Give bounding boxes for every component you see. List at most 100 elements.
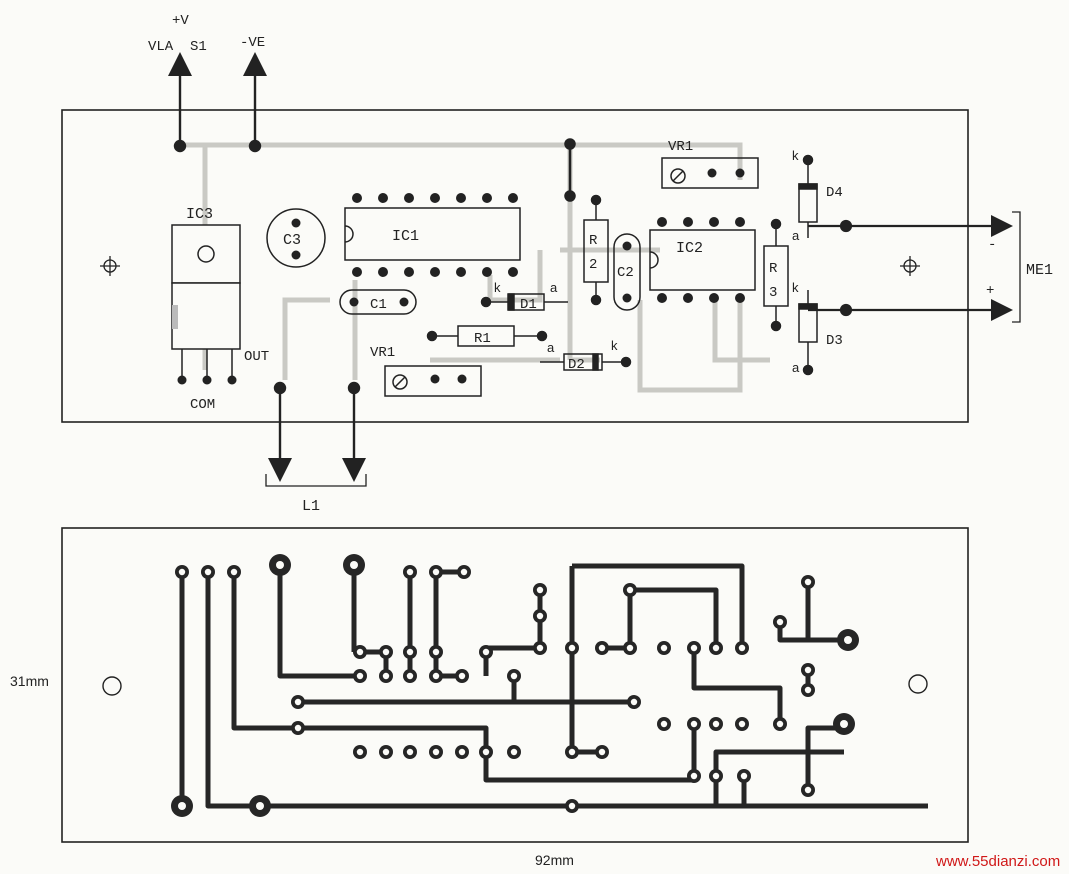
pad-hole xyxy=(460,568,468,576)
pad-hole xyxy=(804,786,812,794)
label-ic3: IC3 xyxy=(186,206,213,223)
pad-hole xyxy=(406,672,414,680)
dimension-height: 31mm xyxy=(10,673,49,689)
ic2-pin xyxy=(735,293,745,303)
label-d4-a: a xyxy=(792,228,800,243)
pad-hole xyxy=(276,561,284,569)
ic1-pin xyxy=(456,193,466,203)
vr1-left-trimmer xyxy=(384,365,482,397)
pad-hole xyxy=(660,644,668,652)
pad-hole xyxy=(804,578,812,586)
label-c2: C2 xyxy=(617,265,634,281)
pad-hole xyxy=(738,644,746,652)
pad-hole xyxy=(406,748,414,756)
pad-hole xyxy=(844,636,852,644)
pad-hole xyxy=(690,720,698,728)
pad-hole xyxy=(382,648,390,656)
pad-hole xyxy=(204,568,212,576)
ic2-pin xyxy=(709,217,719,227)
vr1-top-trimmer xyxy=(661,157,759,189)
pad-hole xyxy=(776,720,784,728)
pad-hole xyxy=(712,772,720,780)
label-out: OUT xyxy=(244,349,269,365)
label-d1-k: k xyxy=(494,280,501,295)
pad-hole xyxy=(626,644,634,652)
label-r3-r: R xyxy=(769,261,778,277)
label-ic1: IC1 xyxy=(392,228,419,245)
pad-hole xyxy=(294,698,302,706)
pad-hole xyxy=(178,802,186,810)
ic1-pin xyxy=(508,267,518,277)
label-me1: ME1 xyxy=(1026,262,1053,279)
copper-pads xyxy=(171,554,859,817)
ic2-pins xyxy=(657,217,745,303)
c3-capacitor xyxy=(266,208,326,268)
r3-resistor xyxy=(763,218,789,332)
pad-hole xyxy=(432,648,440,656)
pad-hole xyxy=(482,648,490,656)
mounting-hole-right xyxy=(900,256,920,276)
label-r1: R1 xyxy=(474,331,491,347)
label-d1-a: a xyxy=(550,280,558,295)
d1-diode xyxy=(480,293,568,311)
pad-hole xyxy=(568,802,576,810)
ic1-chip xyxy=(344,207,521,261)
ic2-pin xyxy=(683,293,693,303)
label-d2: D2 xyxy=(568,357,585,373)
label-d2-k: k xyxy=(611,338,618,353)
label-vla: VLA xyxy=(148,39,174,55)
mounting-hole-bottom-left xyxy=(102,676,122,696)
d4-diode xyxy=(798,154,818,238)
pad-hole xyxy=(356,648,364,656)
ic1-pin xyxy=(456,267,466,277)
pad-hole xyxy=(458,672,466,680)
ic1-pin xyxy=(430,193,440,203)
ic1-pin xyxy=(482,267,492,277)
ic3-regulator xyxy=(171,224,241,378)
label-d4: D4 xyxy=(826,185,843,201)
supply-leads xyxy=(168,52,267,153)
label-vr1-left: VR1 xyxy=(370,345,395,361)
meter-leads xyxy=(808,215,1013,321)
mounting-hole-bottom-right xyxy=(908,674,928,694)
pad-hole xyxy=(598,748,606,756)
ic3-pins xyxy=(177,375,237,385)
label-r2-r: R xyxy=(589,233,598,249)
pad-hole xyxy=(510,748,518,756)
label-ic2: IC2 xyxy=(676,240,703,257)
ic2-pin xyxy=(683,217,693,227)
copper-traces xyxy=(179,563,928,809)
label-r2-n: 2 xyxy=(589,257,597,273)
label-vr1-top: VR1 xyxy=(668,139,693,155)
label-c1: C1 xyxy=(370,297,387,313)
pad-hole xyxy=(568,644,576,652)
label-meter-plus: + xyxy=(986,283,994,299)
pad-hole xyxy=(458,748,466,756)
label-d3-k: k xyxy=(792,280,799,295)
pad-hole xyxy=(740,772,748,780)
pad-hole xyxy=(406,648,414,656)
ic1-pin xyxy=(404,267,414,277)
ic2-pin xyxy=(709,293,719,303)
d3-diode xyxy=(798,290,818,376)
label-d4-k: k xyxy=(792,148,799,163)
l1-bracket xyxy=(265,474,367,487)
label-com: COM xyxy=(190,397,215,413)
dimension-width: 92mm xyxy=(535,852,574,868)
r1-resistor xyxy=(426,325,548,347)
ic1-pin xyxy=(404,193,414,203)
pad-hole xyxy=(294,724,302,732)
r2-resistor xyxy=(583,194,609,306)
ic1-pin xyxy=(352,193,362,203)
pad-hole xyxy=(432,672,440,680)
pad-hole xyxy=(660,720,668,728)
label-c3: C3 xyxy=(283,232,301,249)
label-plus-v: +V xyxy=(172,13,189,29)
label-d3-a: a xyxy=(792,360,800,375)
d2-diode xyxy=(540,353,632,371)
ic2-chip xyxy=(649,229,756,291)
ic1-pin xyxy=(378,267,388,277)
pad-hole xyxy=(568,748,576,756)
label-r3-n: 3 xyxy=(769,285,777,301)
